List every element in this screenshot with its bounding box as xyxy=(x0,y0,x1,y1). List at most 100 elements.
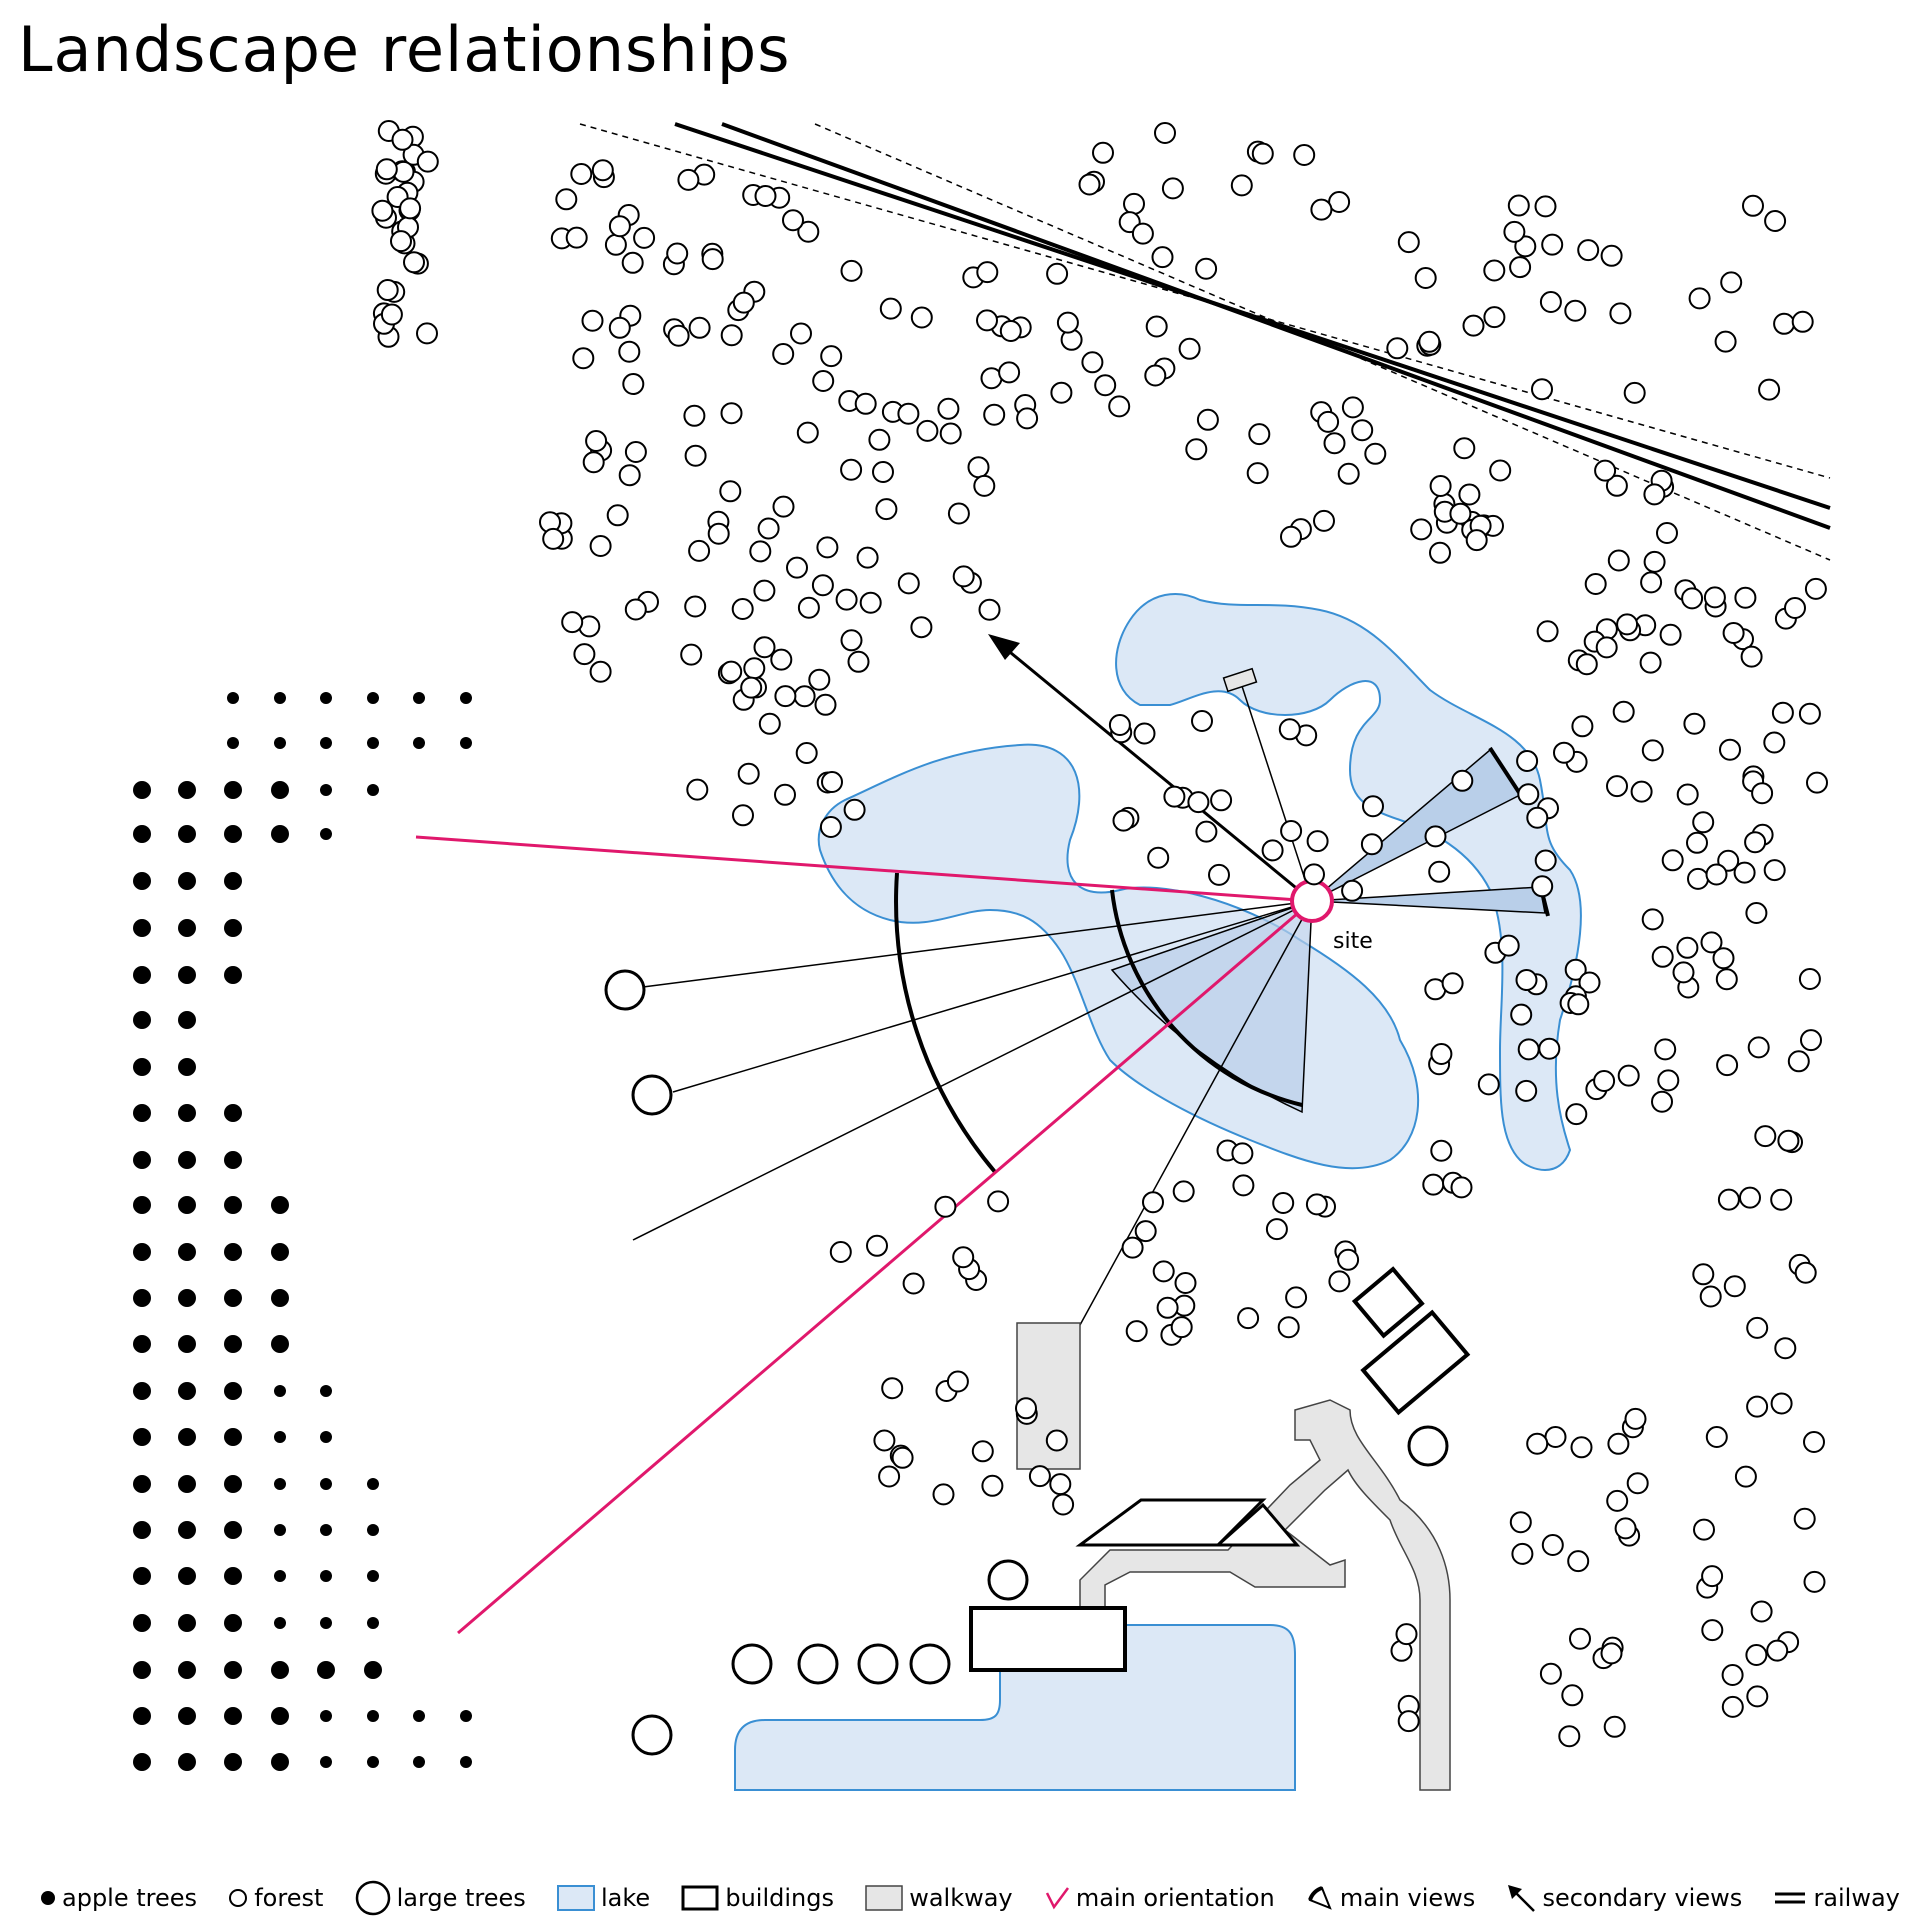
apple-tree xyxy=(178,1104,196,1122)
legend-label: forest xyxy=(254,1884,324,1912)
forest-tree xyxy=(1624,1407,1647,1430)
apple-tree xyxy=(133,872,151,890)
railway-icon xyxy=(1775,1892,1806,1904)
forest-tree xyxy=(1317,410,1340,433)
forest-tree xyxy=(1771,701,1794,724)
forest-tree xyxy=(1609,302,1632,325)
large-tree xyxy=(731,1643,773,1685)
forest-tree xyxy=(684,444,707,467)
apple-tree xyxy=(133,1196,151,1214)
forest-tree xyxy=(967,456,990,479)
forest-tree xyxy=(585,430,608,452)
forest-tree xyxy=(1337,1248,1360,1271)
forest-tree xyxy=(1571,715,1594,738)
forest-tree xyxy=(1509,256,1532,279)
forest-tree xyxy=(591,159,614,182)
forest-tree xyxy=(1687,867,1709,890)
apple-tree xyxy=(133,1521,151,1539)
forest-tree xyxy=(1803,1431,1825,1453)
forest-tree xyxy=(1607,1432,1630,1455)
apple-tree xyxy=(224,872,242,890)
forest-tree xyxy=(688,316,711,339)
forest-tree xyxy=(1746,1316,1769,1339)
forest-tree xyxy=(875,498,898,521)
large-tree xyxy=(857,1643,899,1685)
forest-tree xyxy=(1654,1038,1677,1061)
large-tree xyxy=(797,1643,839,1685)
forest-tree xyxy=(1661,849,1684,872)
forest-tree xyxy=(1770,1392,1793,1415)
forest-tree xyxy=(1657,1069,1680,1092)
forest-tree xyxy=(1603,1715,1626,1738)
forest-tree xyxy=(772,495,795,518)
forest-tree xyxy=(1616,613,1639,636)
legend-lake: lake xyxy=(556,1884,650,1912)
apple-tree xyxy=(367,784,379,796)
forest-tree xyxy=(1617,1064,1640,1087)
forest-tree xyxy=(1672,961,1695,984)
forest-tree xyxy=(1803,1570,1826,1593)
forest-tree xyxy=(819,816,842,838)
apple-tree xyxy=(271,1753,289,1771)
forest-tree xyxy=(1195,257,1218,280)
apple-tree xyxy=(178,1567,196,1585)
apple-tree xyxy=(133,1661,151,1679)
legend-railway: railway xyxy=(1773,1884,1900,1912)
forest-tree xyxy=(1237,1307,1260,1330)
forest-tree xyxy=(1606,775,1628,798)
apple-tree xyxy=(367,1524,379,1536)
forest-tree xyxy=(1362,795,1384,818)
apple-tree xyxy=(364,1661,382,1679)
forest-tree xyxy=(1134,1220,1157,1243)
forest-tree xyxy=(1185,438,1208,461)
apple-tree xyxy=(367,692,379,704)
forest-tree xyxy=(1230,174,1253,197)
forest-tree xyxy=(1538,1037,1561,1060)
forest-tree xyxy=(1659,623,1682,646)
forest-tree xyxy=(1261,839,1284,862)
forest-tree xyxy=(749,540,772,563)
forest-tree xyxy=(1526,806,1549,829)
forest-tree xyxy=(754,185,777,207)
apple-tree xyxy=(274,1385,286,1397)
forest-tree xyxy=(983,403,1006,426)
forest-tree xyxy=(1806,771,1828,794)
legend-label: buildings xyxy=(725,1884,834,1912)
forest-tree xyxy=(1531,875,1554,898)
forest-tree xyxy=(1701,1565,1724,1588)
forest-tree xyxy=(1195,820,1218,843)
forest-tree xyxy=(1313,509,1335,532)
forest-tree xyxy=(1515,969,1538,991)
forest-tree xyxy=(1483,259,1506,282)
forest-tree xyxy=(1430,1139,1453,1162)
apple-tree xyxy=(413,1756,425,1768)
forest-tree xyxy=(1441,972,1464,995)
forest-tree xyxy=(797,220,820,243)
forest-tree xyxy=(1351,419,1374,442)
forest-tree xyxy=(758,712,781,735)
forest-tree xyxy=(1045,1429,1068,1452)
apple-tree xyxy=(320,1524,332,1536)
apple-tree xyxy=(133,966,151,984)
forest-tree xyxy=(683,404,706,427)
forest-tree xyxy=(1798,968,1821,990)
forest-tree xyxy=(1569,1627,1591,1650)
apple-tree xyxy=(224,919,242,937)
forest-tree xyxy=(1641,739,1664,762)
large-trees xyxy=(604,969,1449,1756)
large-tree xyxy=(909,1643,951,1685)
forest-tree xyxy=(1739,1186,1761,1209)
forest-tree xyxy=(859,591,882,614)
apple-tree xyxy=(227,692,239,704)
forest-tree xyxy=(1386,337,1409,360)
forest-tree xyxy=(1745,1644,1768,1666)
forest-tree xyxy=(1534,849,1557,872)
forest-tree xyxy=(740,676,763,699)
apple-tree xyxy=(271,1707,289,1725)
forest-tree xyxy=(1643,550,1666,573)
forest-tree xyxy=(999,320,1022,342)
forest-tree xyxy=(622,373,645,395)
forest-tree xyxy=(1640,571,1663,594)
buildings xyxy=(969,1266,1471,1672)
apple-tree xyxy=(178,1011,196,1029)
